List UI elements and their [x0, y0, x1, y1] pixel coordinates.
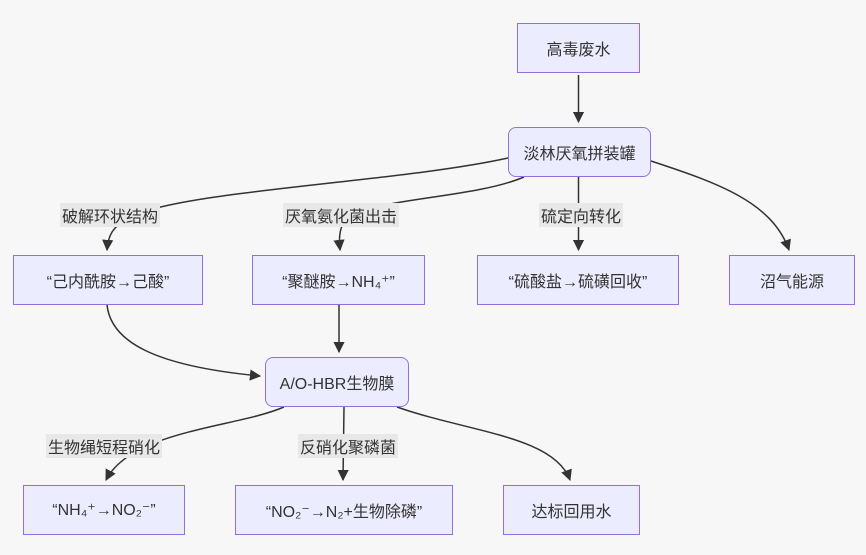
- edge-arrow-ao-hbr-to-nitritation: [105, 406, 285, 481]
- node-biogas: 沼气能源: [729, 255, 855, 305]
- edge-label-4: 反硝化聚磷菌: [297, 434, 399, 458]
- node-polyetheramine: “聚醚胺→NH₄⁺”: [252, 255, 425, 305]
- edge-arrow-anaerobic-tank-to-biogas: [650, 160, 791, 252]
- edge-label-3: 生物绳短程硝化: [45, 434, 163, 458]
- node-sulfate: “硫酸盐→硫磺回收”: [477, 255, 679, 305]
- edge-label-0: 破解环状结构: [59, 203, 161, 227]
- node-denitrification: “NO₂⁻→N₂+生物除磷”: [235, 485, 453, 535]
- edge-label-2: 硫定向转化: [538, 203, 624, 227]
- edge-label-1: 厌氧氨化菌出击: [282, 203, 400, 227]
- node-caprolactam: “己内酰胺→己酸”: [13, 255, 203, 305]
- edge-arrow-caprolactam-to-ao-hbr: [106, 304, 262, 381]
- edge-arrow-anaerobic-tank-to-caprolactam: [102, 157, 509, 252]
- edge-arrow-ao-hbr-to-reuse-water: [396, 406, 572, 482]
- node-reuse-water: 达标回用水: [503, 485, 640, 535]
- node-source: 高毒废水: [517, 23, 640, 73]
- node-nitritation: “NH₄⁺→NO₂⁻”: [23, 485, 185, 535]
- node-anaerobic-tank: 淡林厌氧拼装罐: [508, 127, 651, 177]
- node-ao-hbr: A/O-HBR生物膜: [265, 357, 409, 407]
